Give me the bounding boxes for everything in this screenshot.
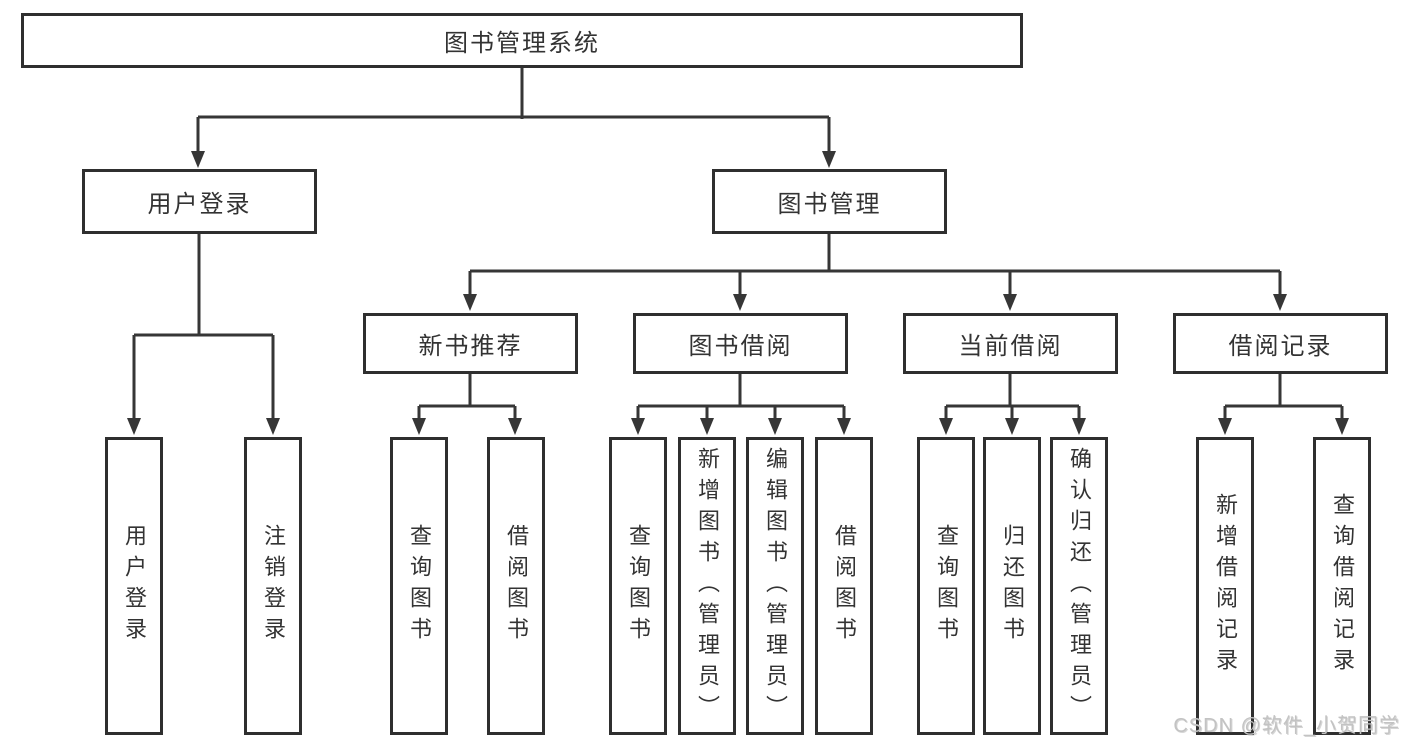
- leaf-cb-query-books: 查询图书: [917, 437, 975, 735]
- node-current-borrow-label: 当前借阅: [958, 333, 1063, 360]
- leaf-logout-label: 注销登录: [261, 524, 286, 648]
- node-user-login-label: 用户登录: [147, 191, 252, 218]
- node-new-book-recommend-label: 新书推荐: [418, 333, 523, 360]
- node-user-login: 用户登录: [82, 169, 317, 234]
- leaf-user-login-label: 用户登录: [122, 524, 147, 648]
- leaf-bb-borrow-books-label: 借阅图书: [832, 524, 857, 648]
- leaf-rec-borrow-books-label: 借阅图书: [504, 524, 529, 648]
- node-borrow-records: 借阅记录: [1173, 313, 1388, 374]
- leaf-br-add-record: 新增借阅记录: [1196, 437, 1254, 735]
- leaf-br-query-record-label: 查询借阅记录: [1330, 493, 1355, 679]
- node-library-system-label: 图书管理系统: [444, 30, 600, 57]
- node-book-borrow: 图书借阅: [633, 313, 848, 374]
- leaf-rec-borrow-books: 借阅图书: [487, 437, 545, 735]
- node-borrow-records-label: 借阅记录: [1228, 333, 1333, 360]
- leaf-cb-query-books-label: 查询图书: [934, 524, 959, 648]
- leaf-bb-add-books: 新增图书（管理员）: [678, 437, 736, 735]
- leaf-br-add-record-label: 新增借阅记录: [1213, 493, 1238, 679]
- leaf-cb-confirm-return-label: 确认归还（管理员）: [1067, 446, 1092, 726]
- leaf-user-login: 用户登录: [105, 437, 163, 735]
- node-book-borrow-label: 图书借阅: [688, 333, 793, 360]
- node-new-book-recommend: 新书推荐: [363, 313, 578, 374]
- leaf-br-query-record: 查询借阅记录: [1313, 437, 1371, 735]
- node-library-system: 图书管理系统: [21, 13, 1023, 68]
- node-book-management-label: 图书管理: [777, 191, 882, 218]
- leaf-logout: 注销登录: [244, 437, 302, 735]
- leaf-cb-confirm-return: 确认归还（管理员）: [1050, 437, 1108, 735]
- leaf-rec-query-books: 查询图书: [390, 437, 448, 735]
- node-current-borrow: 当前借阅: [903, 313, 1118, 374]
- leaf-cb-return-books-label: 归还图书: [1000, 524, 1025, 648]
- leaf-bb-edit-books: 编辑图书（管理员）: [746, 437, 804, 735]
- watermark: CSDN @软件_小贺同学: [1173, 715, 1400, 737]
- leaf-rec-query-books-label: 查询图书: [407, 524, 432, 648]
- leaf-bb-query-books: 查询图书: [609, 437, 667, 735]
- leaf-cb-return-books: 归还图书: [983, 437, 1041, 735]
- leaf-bb-query-books-label: 查询图书: [626, 524, 651, 648]
- node-book-management: 图书管理: [712, 169, 947, 234]
- leaf-bb-add-books-label: 新增图书（管理员）: [695, 446, 720, 726]
- leaf-bb-edit-books-label: 编辑图书（管理员）: [763, 446, 788, 726]
- leaf-bb-borrow-books: 借阅图书: [815, 437, 873, 735]
